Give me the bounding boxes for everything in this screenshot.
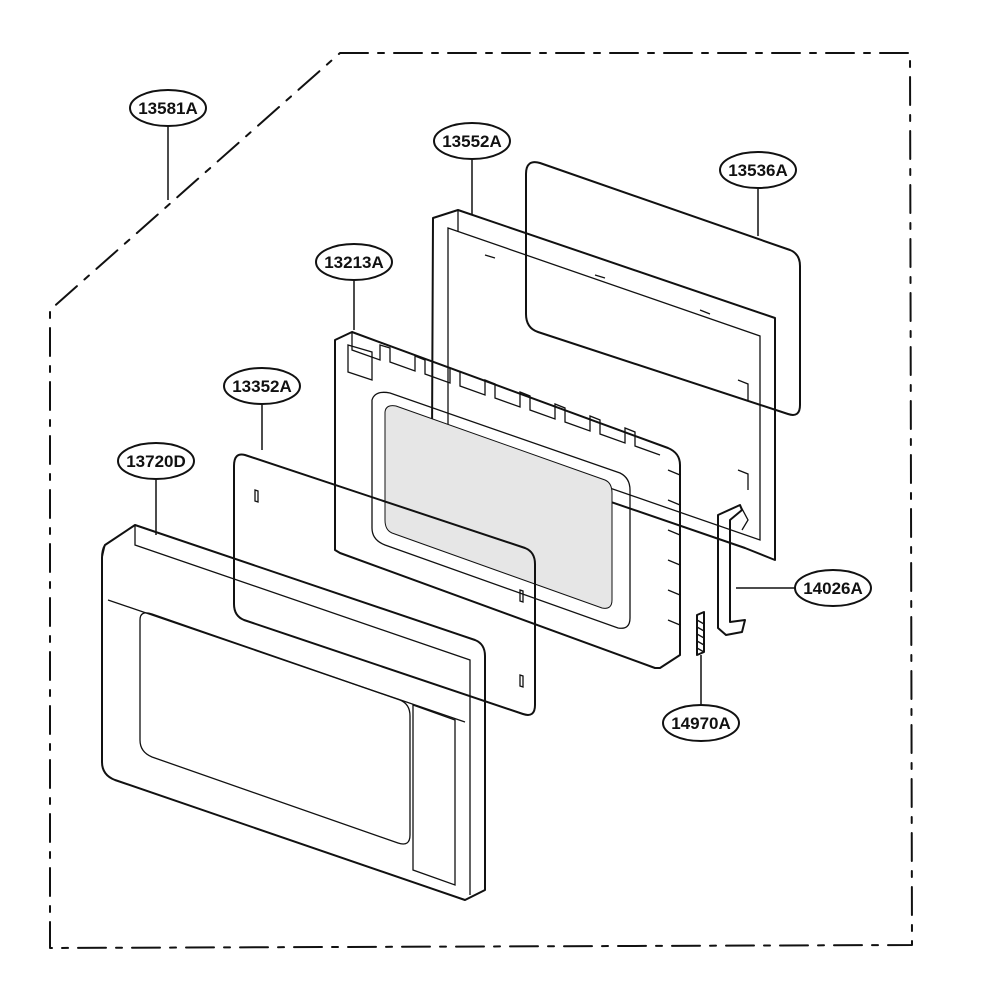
svg-text:13581A: 13581A [138, 99, 198, 118]
leader-lines [155, 127, 800, 705]
svg-text:13352A: 13352A [232, 377, 292, 396]
label-13536A: 13536A [719, 151, 797, 189]
label-13552A: 13552A [433, 122, 511, 160]
label-13581A: 13581A [129, 89, 207, 127]
part-14026A-latch [717, 504, 749, 636]
part-13720D-door-front [101, 524, 486, 901]
svg-text:13213A: 13213A [324, 253, 384, 272]
label-13720D: 13720D [117, 442, 195, 480]
part-13352A-panel [233, 453, 536, 716]
svg-text:14026A: 14026A [803, 579, 863, 598]
part-14970A-spring [696, 611, 705, 656]
svg-text:13552A: 13552A [442, 132, 502, 151]
label-13352A: 13352A [223, 367, 301, 405]
svg-text:14970A: 14970A [671, 714, 731, 733]
svg-text:13536A: 13536A [728, 161, 788, 180]
label-14970A: 14970A [662, 704, 740, 742]
part-13536A-glass [525, 161, 801, 416]
label-14026A: 14026A [794, 569, 872, 607]
label-13213A: 13213A [315, 243, 393, 281]
part-13213A-door-frame [334, 331, 681, 669]
assembly-boundary [49, 52, 913, 949]
svg-text:13720D: 13720D [126, 452, 186, 471]
